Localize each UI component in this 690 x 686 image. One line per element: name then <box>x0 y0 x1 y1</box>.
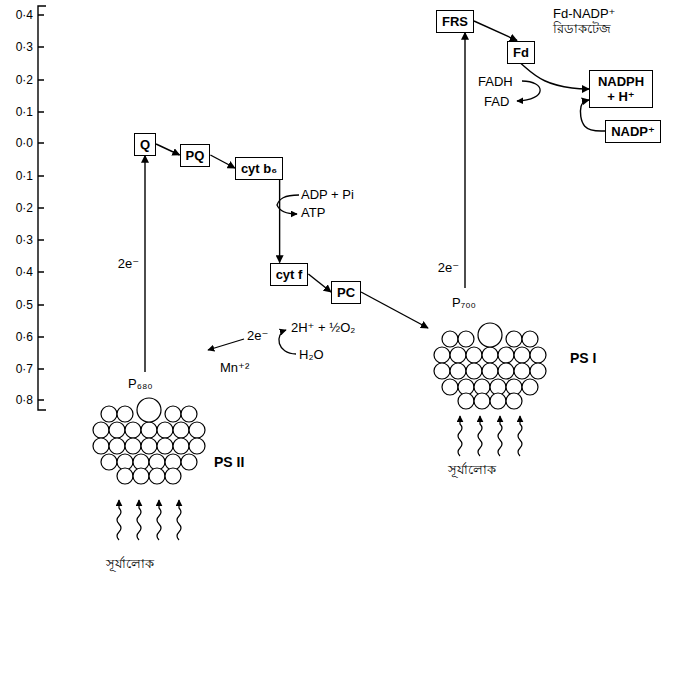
axis-ticks <box>38 15 44 400</box>
reactant-label: H₂O <box>299 347 324 362</box>
carrier-box: cyt b₆ <box>235 157 283 180</box>
carrier-name: Q <box>140 137 150 152</box>
electron-flow-arrow <box>464 33 465 289</box>
reaction-centre: P₇₀₀ <box>452 295 476 310</box>
axis-value: 0·4 <box>16 8 33 23</box>
axis-value: 0·3 <box>16 233 33 248</box>
electron-flow-arrow <box>156 144 180 155</box>
cofactor-label: FAD <box>484 94 509 109</box>
product-box: NADPH + H⁺ <box>589 70 653 108</box>
product-label: ATP <box>301 205 325 220</box>
edge-label: 2e⁻ <box>436 260 461 275</box>
photosystem-name: PS II <box>214 454 244 470</box>
carrier-box: Fd <box>507 41 535 64</box>
carrier-name: NADPH + H⁺ <box>595 74 647 104</box>
axis-value: 0·1 <box>16 105 33 120</box>
electron-flow-arrow <box>308 274 331 292</box>
carrier-box: Q <box>134 133 156 156</box>
photosystem-name: PS I <box>570 350 596 366</box>
carrier-box: PQ <box>180 144 211 167</box>
carrier-name: cyt b₆ <box>241 161 277 176</box>
carrier-name: FRS <box>442 14 468 29</box>
electron-flow-arrow <box>474 21 517 41</box>
carrier-name: PC <box>337 285 355 300</box>
ps2-antenna <box>93 398 205 484</box>
carrier-name: PQ <box>186 148 205 163</box>
carrier-box: FRS <box>436 10 474 33</box>
carrier-box: PC <box>331 281 361 304</box>
axis-line <box>38 6 46 410</box>
sunlight-label: সূর্যালোক <box>106 556 154 571</box>
light-rays <box>458 416 522 456</box>
electron-flow-arrow <box>361 292 428 328</box>
cofactor-label: FADH <box>478 74 513 89</box>
electron-label: 2e⁻ <box>247 328 268 343</box>
sunlight-label: সূর্যালোক <box>448 462 496 477</box>
enzyme-label: Fd-NADP⁺ রিডাকটেজ <box>553 6 631 36</box>
photosystem: PS I <box>428 288 552 413</box>
electron-flow-arrow <box>210 155 234 168</box>
electron-flow-arrow <box>521 64 589 90</box>
electron-flow-arrow <box>144 156 145 373</box>
axis-value: 0·6 <box>16 330 33 345</box>
carrier-box: cyt f <box>270 263 309 286</box>
axis-value: 0·2 <box>16 73 33 88</box>
axis-value: 0·4 <box>16 265 33 280</box>
potential-axis <box>38 6 46 410</box>
axis-value: 0·1 <box>16 169 33 184</box>
substrate-box: NADP⁺ <box>605 120 661 143</box>
axis-value: 0·3 <box>16 40 33 55</box>
carrier-name: Fd <box>513 45 529 60</box>
axis-value: 0·5 <box>16 298 33 313</box>
electron-flow-arrow <box>279 180 280 263</box>
axis-value: 0·8 <box>16 393 33 408</box>
axis-value: 0·2 <box>16 201 33 216</box>
light-rays <box>117 500 181 540</box>
electron-arrow <box>208 339 244 350</box>
axis-value: 0·7 <box>16 362 33 377</box>
ps1-antenna <box>434 323 546 409</box>
axis-value: 0·0 <box>16 136 33 151</box>
ion-label: Mn⁺² <box>220 360 249 375</box>
fad-cycle-arrow <box>517 81 540 101</box>
edge-label: 2e⁻ <box>116 256 141 271</box>
carrier-name: cyt f <box>276 267 303 282</box>
product-label: 2H⁺ + ½O₂ <box>291 320 355 335</box>
reaction-centre: P₆₈₀ <box>128 376 153 391</box>
reactant-label: ADP + Pi <box>301 187 354 202</box>
carrier-name: NADP⁺ <box>611 124 655 139</box>
